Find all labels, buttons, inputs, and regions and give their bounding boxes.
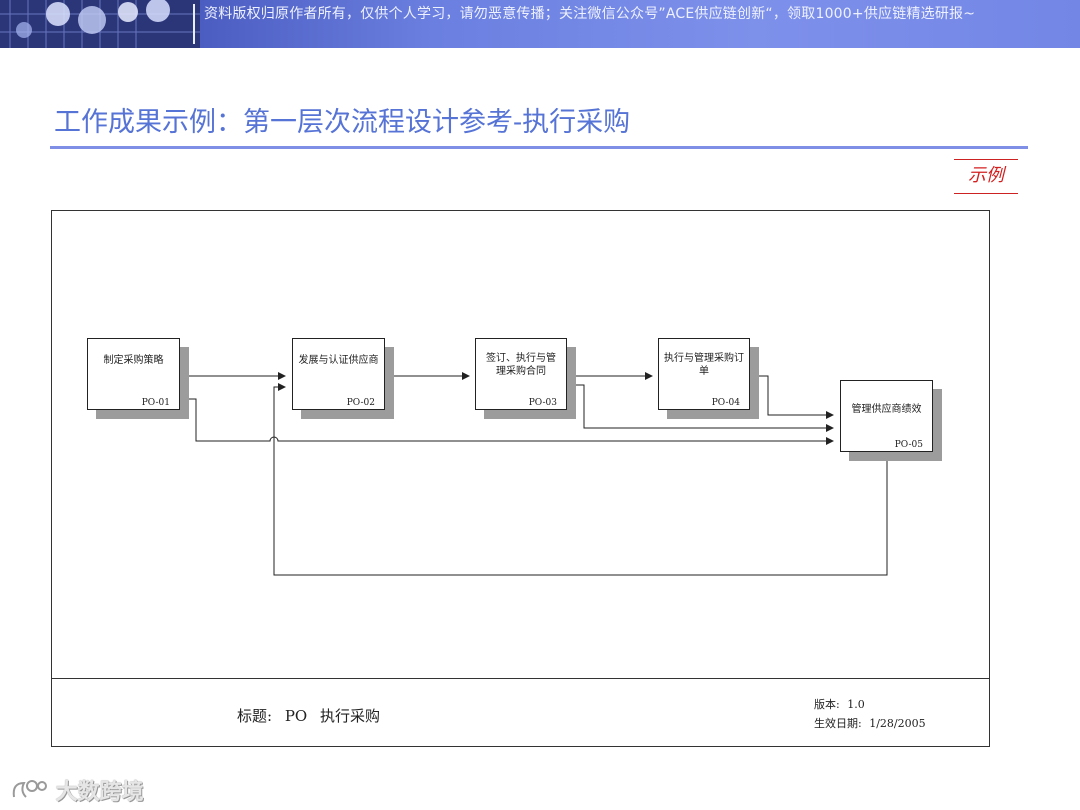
process-label: 制定采购策略 [90, 354, 177, 367]
banner-notice-text: 资料版权归原作者所有，仅供个人学习，请勿恶意传播；关注微信公众号”ACE供应链创… [204, 3, 975, 23]
footer-date-value: 1/28/2005 [869, 717, 925, 730]
process-code: PO-05 [895, 440, 923, 450]
footer-version-value: 1.0 [847, 698, 865, 711]
footer-title-name: 执行采购 [320, 707, 380, 725]
footer-date-row: 生效日期: 1/28/2005 [814, 714, 930, 733]
process-box-po-01[interactable]: 制定采购策略 PO-01 [87, 338, 180, 410]
footer-version-row: 版本: 1.0 [814, 695, 930, 714]
process-diagram-canvas: 制定采购策略 PO-01 发展与认证供应商 PO-02 签订、执行与管理采购合同… [52, 211, 989, 679]
footer-version-label: 版本: [814, 698, 840, 711]
connector-po04-po05 [747, 376, 833, 415]
process-label: 签订、执行与管理采购合同 [483, 352, 559, 378]
watermark-text: 大数跨境 [56, 780, 144, 805]
diagram-footer-version-block: 版本: 1.0 生效日期: 1/28/2005 [814, 695, 930, 733]
process-diagram-frame: 制定采购策略 PO-01 发展与认证供应商 PO-02 签订、执行与管理采购合同… [51, 210, 990, 747]
page-title: 工作成果示例：第一层次流程设计参考-执行采购 [54, 100, 630, 139]
footer-title-code: PO [285, 707, 307, 725]
process-box-po-03[interactable]: 签订、执行与管理采购合同 PO-03 [475, 338, 567, 410]
banner-decoration-graphic [0, 0, 200, 48]
diagram-footer-divider [52, 678, 989, 679]
process-code: PO-01 [142, 398, 170, 408]
title-underline [50, 146, 1028, 149]
banner-divider [193, 4, 195, 44]
watermark-logo-icon [10, 777, 48, 803]
process-code: PO-02 [347, 398, 375, 408]
process-label: 管理供应商绩效 [843, 403, 930, 416]
top-banner: 资料版权归原作者所有，仅供个人学习，请勿恶意传播；关注微信公众号”ACE供应链创… [0, 0, 1080, 48]
process-box-po-02[interactable]: 发展与认证供应商 PO-02 [292, 338, 385, 410]
process-box-po-04[interactable]: 执行与管理采购订单 PO-04 [658, 338, 750, 410]
process-label: 执行与管理采购订单 [664, 352, 744, 378]
footer-date-label: 生效日期: [814, 717, 862, 730]
footer-title-label: 标题: [237, 707, 272, 725]
diagram-footer-title: 标题: PO 执行采购 [237, 705, 388, 726]
watermark: 大数跨境 [10, 774, 144, 804]
process-label: 发展与认证供应商 [295, 354, 382, 367]
process-code: PO-04 [712, 398, 740, 408]
process-box-po-05[interactable]: 管理供应商绩效 PO-05 [840, 380, 933, 452]
process-code: PO-03 [529, 398, 557, 408]
example-tag: 示例 [954, 159, 1018, 194]
